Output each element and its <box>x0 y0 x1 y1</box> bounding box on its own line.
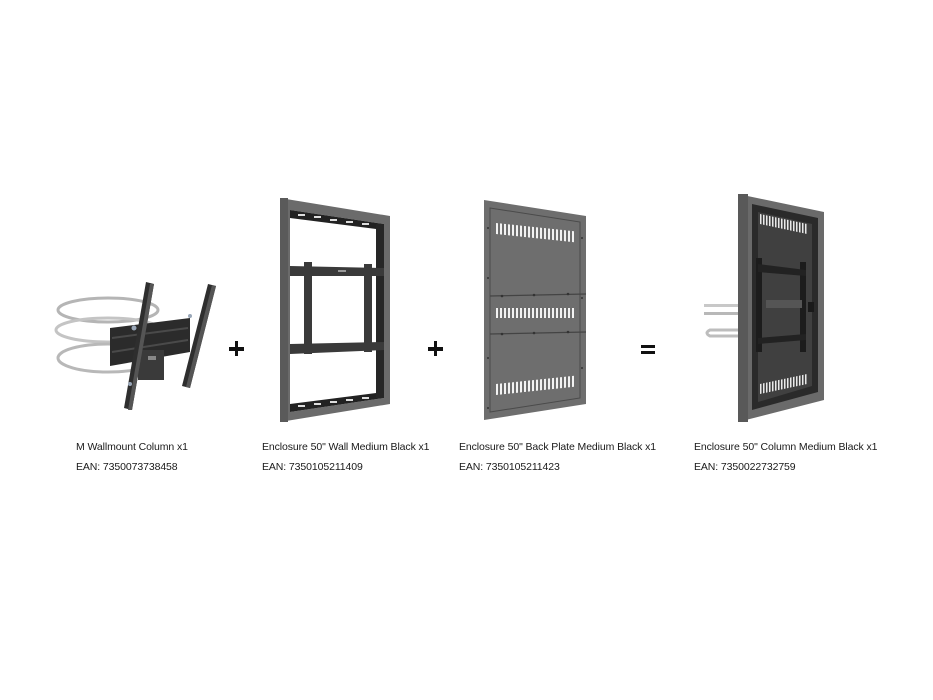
enclosure-back-plate-icon <box>484 200 587 420</box>
product-caption-2: Enclosure 50" Wall Medium Black x1 EAN: … <box>262 440 430 474</box>
equals-icon <box>641 345 655 348</box>
enclosure-column-assembled-icon <box>704 194 824 422</box>
plus-operator-1 <box>229 341 245 357</box>
enclosure-wall-product <box>276 196 394 424</box>
product-name: Enclosure 50" Back Plate Medium Black x1 <box>459 441 656 453</box>
product-name: M Wallmount Column x1 <box>76 441 188 453</box>
product-caption-4: Enclosure 50" Column Medium Black x1 EAN… <box>694 440 877 474</box>
product-ean: EAN: 7350105211423 <box>459 461 560 473</box>
product-caption-3: Enclosure 50" Back Plate Medium Black x1… <box>459 440 656 474</box>
enclosure-wall-frame-icon <box>280 198 390 422</box>
product-name: Enclosure 50" Wall Medium Black x1 <box>262 441 430 453</box>
product-ean: EAN: 7350105211409 <box>262 461 363 473</box>
enclosure-back-plate-product <box>482 198 590 422</box>
product-ean: EAN: 7350022732759 <box>694 461 796 473</box>
enclosure-column-product <box>700 192 828 422</box>
equals-operator <box>641 342 657 358</box>
product-name: Enclosure 50" Column Medium Black x1 <box>694 441 878 453</box>
wallmount-column-bracket-icon <box>54 282 216 410</box>
plus-operator-2 <box>428 341 444 357</box>
product-caption-1: M Wallmount Column x1 EAN: 7350073738458 <box>76 440 188 474</box>
vent-slots <box>496 223 574 395</box>
wallmount-column-product <box>50 280 220 410</box>
product-ean: EAN: 7350073738458 <box>76 461 178 473</box>
